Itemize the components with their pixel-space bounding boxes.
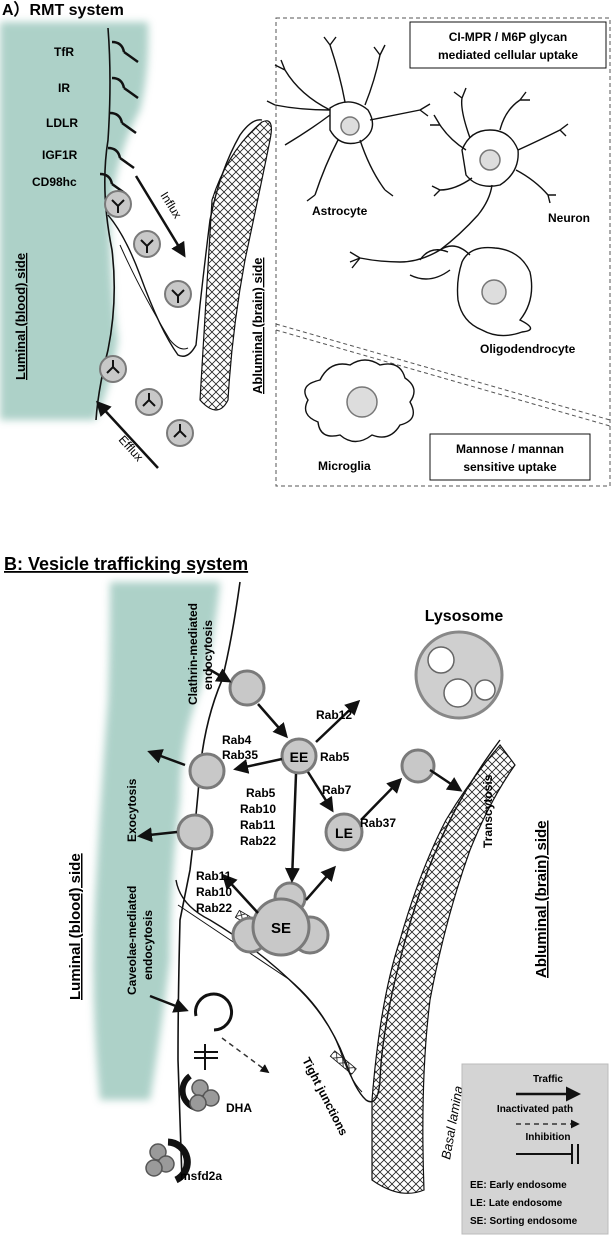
neuron-cell xyxy=(349,87,569,269)
astrocyte-label: Astrocyte xyxy=(312,204,368,218)
uptake-box-mannose xyxy=(429,433,591,481)
exocytosis-vesicle-2 xyxy=(176,813,214,851)
caveola xyxy=(194,992,234,1032)
uptake-box-mannose-line1: Mannose / mannan xyxy=(456,442,564,456)
panel-a-abluminal-label: Abluminal (brain) side xyxy=(250,257,265,394)
panel-b-abluminal-label: Abluminal (brain) side xyxy=(533,820,550,978)
uptake-box-mannose-line2: sensitive uptake xyxy=(463,460,557,474)
influx-arrow xyxy=(134,175,186,258)
astrocyte-nucleus xyxy=(340,116,360,136)
uptake-box-m6p xyxy=(409,21,607,69)
traffic-arrows xyxy=(137,666,463,1013)
panel-b-luminal-label: Luminal (blood) side xyxy=(67,853,84,1000)
receptor-label-cd98hc: CD98hc xyxy=(32,175,77,189)
rab35-label: Rab35 xyxy=(222,748,258,762)
legend-le-def: LE: Late endosome xyxy=(470,1198,563,1209)
dha-label: DHA xyxy=(226,1101,252,1115)
clathrin-label-1: Clathrin-mediated xyxy=(186,603,200,705)
microglia-label: Microglia xyxy=(318,459,371,473)
legend-inactivated-label: Inactivated path xyxy=(497,1104,573,1115)
le-label: LE xyxy=(335,825,353,841)
oligodendrocyte-label: Oligodendrocyte xyxy=(480,342,576,356)
panel-b-blood-region xyxy=(93,582,220,1100)
ee-se-rab11: Rab11 xyxy=(240,818,276,832)
rab12-label: Rab12 xyxy=(316,708,352,722)
receptor-label-ldlr: LDLR xyxy=(46,116,78,130)
legend-box xyxy=(461,1063,609,1235)
se-label: SE xyxy=(271,920,291,937)
legend-inhibition-symbol xyxy=(516,1144,579,1164)
rab5-right-label: Rab5 xyxy=(320,750,350,764)
legend-traffic-label: Traffic xyxy=(533,1074,563,1085)
brain-cells-panel xyxy=(275,17,611,487)
uptake-box-m6p-line2: mediated cellular uptake xyxy=(438,48,578,62)
receptor-label-tfr: TfR xyxy=(54,45,74,59)
lysosome-vesicle-2 xyxy=(443,678,473,708)
lysosome-vesicle-1 xyxy=(427,646,455,674)
late-endosome xyxy=(324,812,364,852)
ee-se-rab22: Rab22 xyxy=(240,834,276,848)
ee-se-rab5: Rab5 xyxy=(246,786,276,800)
exocytosis-label: Exocytosis xyxy=(125,778,139,842)
clathrin-label-2: endocytosis xyxy=(201,620,215,690)
panel-b-basal-lamina xyxy=(371,744,516,1194)
msfd2a-cluster xyxy=(145,1138,191,1184)
legend-inhibition-label: Inhibition xyxy=(526,1132,571,1143)
receptor-label-ir: IR xyxy=(58,81,70,95)
se-exo-rab10: Rab10 xyxy=(196,885,232,899)
dha-cluster xyxy=(179,1073,220,1112)
rab7-label: Rab7 xyxy=(322,783,352,797)
early-endosome xyxy=(280,737,318,775)
rmt-vesicles xyxy=(99,190,194,447)
neuron-nucleus xyxy=(479,149,501,171)
rab4-label: Rab4 xyxy=(222,733,252,747)
panel-a-endothelial-cell xyxy=(107,119,263,357)
rab37-label: Rab37 xyxy=(360,816,396,830)
panel-a-title: A）RMT system xyxy=(2,1,124,19)
neuron-label: Neuron xyxy=(548,211,590,225)
inhibition-symbol xyxy=(194,1044,218,1070)
ee-label: EE xyxy=(290,749,309,765)
oligodendrocyte-nucleus xyxy=(481,279,507,305)
ee-se-rab10: Rab10 xyxy=(240,802,276,816)
panel-b-title: B: Vesicle trafficking system xyxy=(4,554,248,574)
clathrin-vesicle xyxy=(228,669,266,707)
oligodendrocyte-cell xyxy=(409,245,533,337)
brain-cells-divider xyxy=(275,323,611,421)
panel-a-cleft xyxy=(119,244,189,350)
legend-se-def: SE: Sorting endosome xyxy=(470,1216,578,1227)
panel-a-luminal-label: Luminal (blood) side xyxy=(13,253,28,380)
legend-ee-def: EE: Early endosome xyxy=(470,1180,567,1191)
lysosome-vesicle-3 xyxy=(474,679,496,701)
tight-junction-mark-2 xyxy=(329,1050,357,1075)
exocytosis-vesicle-1 xyxy=(188,752,226,790)
panel-a-blood-region xyxy=(0,22,149,420)
se-exo-rab11: Rab11 xyxy=(196,869,232,883)
uptake-box-m6p-line1: CI-MPR / M6P glycan xyxy=(449,30,567,44)
receptor-label-igf1r: IGF1R xyxy=(42,148,78,162)
inactivated-path-arrow xyxy=(221,1037,270,1074)
efflux-label: Efflux xyxy=(116,433,146,465)
microglia-nucleus xyxy=(346,386,378,418)
microglia-cell xyxy=(304,359,415,443)
transcytosis-label: Transcytosis xyxy=(481,774,495,848)
efflux-arrow xyxy=(95,400,159,469)
transcytosis-vesicle xyxy=(400,748,436,784)
sorting-endosome xyxy=(231,881,330,957)
caveolae-label-2: endocytosis xyxy=(141,910,155,980)
panel-a-basal-lamina xyxy=(199,120,272,411)
lysosome-label: Lysosome xyxy=(425,608,504,625)
astrocyte-cell xyxy=(266,36,431,202)
caveolae-label-1: Caveolae-mediated xyxy=(125,886,139,995)
msfd2a-label: msfd2a xyxy=(180,1169,222,1183)
se-exo-rab22: Rab22 xyxy=(196,901,232,915)
